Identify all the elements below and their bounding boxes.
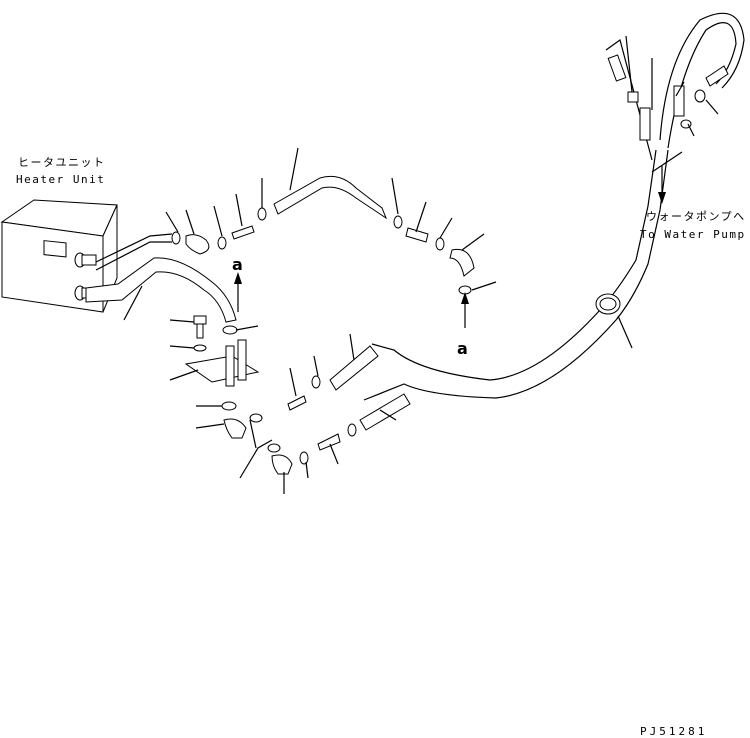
water-pump-en-label: To Water Pump — [640, 228, 746, 241]
drawing-code: PJ51281 — [640, 725, 707, 738]
arrow-down-water-pump — [658, 166, 666, 204]
marker-a-left: a — [232, 255, 243, 274]
water-pump-jp-label: ウォータポンプへ — [646, 210, 746, 223]
marker-a-right: a — [457, 339, 468, 358]
upper-hose — [95, 175, 475, 295]
arrow-up-right — [461, 292, 469, 328]
lower-hose — [85, 257, 238, 335]
main-pipe — [287, 149, 669, 465]
heater-unit-en-label: Heater Unit — [16, 173, 105, 186]
heater-unit-jp-label: ヒータユニット — [18, 156, 106, 169]
leader-lines — [123, 35, 719, 494]
arrow-up-left — [234, 272, 242, 312]
bracket-assembly — [184, 315, 293, 475]
upper-right-loop — [605, 12, 745, 161]
heater-unit-box — [0, 199, 118, 313]
